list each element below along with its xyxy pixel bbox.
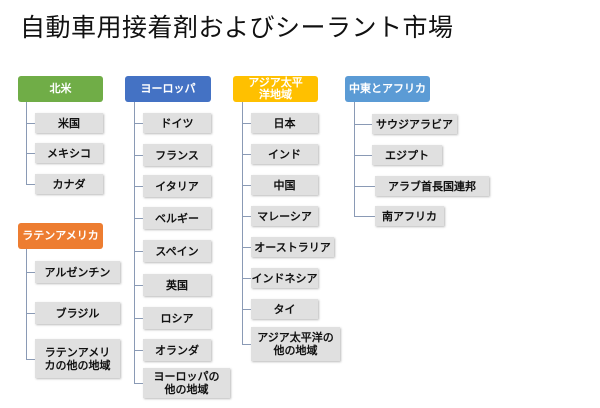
region-item: オーストラリア xyxy=(251,237,334,257)
connector-line xyxy=(242,102,243,344)
region-item: 南アフリカ xyxy=(375,206,444,226)
connector-branch xyxy=(134,155,143,156)
connector-branch xyxy=(242,123,251,124)
group-header-mea: 中東とアフリカ xyxy=(345,76,430,102)
group-header-latin-america: ラテンアメリカ xyxy=(18,223,103,249)
connector-branch xyxy=(26,184,35,185)
connector-branch xyxy=(26,272,35,273)
connector-branch xyxy=(242,278,251,279)
connector-branch xyxy=(134,186,143,187)
connector-branch xyxy=(354,186,375,187)
region-item: エジプト xyxy=(372,145,442,165)
connector-branch xyxy=(134,123,143,124)
connector-branch xyxy=(26,358,35,360)
region-item: カナダ xyxy=(35,174,103,194)
region-item: ヨーロッパの他の地域 xyxy=(143,368,230,398)
connector-branch xyxy=(26,123,35,124)
connector-branch xyxy=(242,216,251,217)
region-item: アラブ首長国連邦 xyxy=(375,176,489,196)
connector-line xyxy=(26,249,27,359)
group-header-europe: ヨーロッパ xyxy=(125,76,211,102)
region-item: ブラジル xyxy=(35,302,120,324)
region-item: 米国 xyxy=(35,113,103,133)
connector-branch xyxy=(134,383,143,384)
region-item: サウジアラビア xyxy=(372,114,457,134)
connector-branch xyxy=(242,185,251,186)
connector-line xyxy=(354,102,355,216)
region-item: ラテンアメリカの他の地域 xyxy=(35,339,120,378)
region-item: フランス xyxy=(143,144,211,166)
connector-branch xyxy=(242,309,251,310)
connector-branch xyxy=(242,154,251,155)
region-item: インドネシア xyxy=(251,268,318,288)
region-item: タイ xyxy=(251,299,318,319)
region-item: 中国 xyxy=(251,175,318,195)
connector-branch xyxy=(354,216,375,217)
region-item: アジア太平洋の他の地域 xyxy=(251,327,340,361)
region-item: イタリア xyxy=(143,175,211,197)
region-item: オランダ xyxy=(143,339,211,361)
region-item: マレーシア xyxy=(251,206,318,226)
region-item: 英国 xyxy=(143,274,211,296)
connector-branch xyxy=(242,344,251,345)
group-header-asia-pacific: アジア太平洋地域 xyxy=(233,76,318,102)
region-item: アルゼンチン xyxy=(35,261,120,283)
connector-line xyxy=(26,102,27,184)
connector-branch xyxy=(354,155,372,156)
connector-branch xyxy=(134,350,143,351)
connector-line xyxy=(134,102,135,383)
connector-branch xyxy=(26,153,35,154)
group-header-north-america: 北米 xyxy=(18,76,103,102)
region-item: メキシコ xyxy=(35,143,103,163)
page-title: 自動車用接着剤およびシーラント市場 xyxy=(20,13,454,42)
connector-branch xyxy=(354,124,372,125)
region-item: ドイツ xyxy=(143,113,211,133)
region-item: ロシア xyxy=(143,307,211,329)
region-item: インド xyxy=(251,144,318,164)
connector-branch xyxy=(134,251,143,252)
connector-branch xyxy=(134,318,143,319)
region-item: スペイン xyxy=(143,240,211,262)
connector-branch xyxy=(242,247,251,248)
connector-branch xyxy=(134,218,143,219)
region-item: ベルギー xyxy=(143,207,211,229)
region-item: 日本 xyxy=(251,113,318,133)
connector-branch xyxy=(134,285,143,286)
connector-branch xyxy=(26,313,35,314)
